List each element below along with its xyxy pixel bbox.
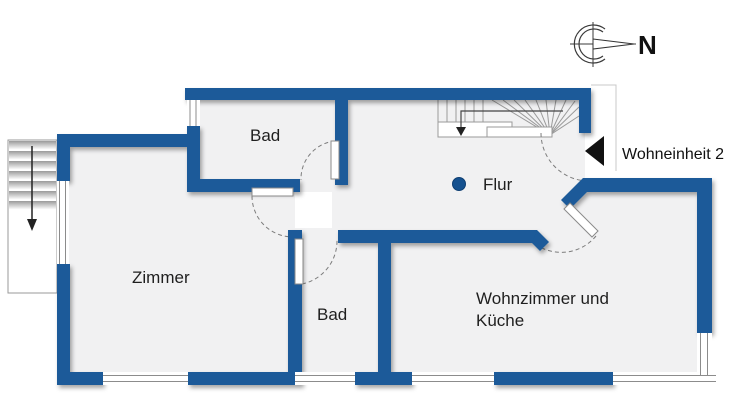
zimmer-door-swing-arc xyxy=(251,195,294,238)
wohnzimmer-door-leaf xyxy=(563,202,599,238)
wall-entrance-diagonal xyxy=(561,178,592,209)
bad-bottom-door-swing-arc xyxy=(301,239,338,285)
flur-marker-dot xyxy=(452,177,466,191)
window-south-zimmer xyxy=(103,372,188,385)
compass-icon xyxy=(570,22,636,67)
wall-bad-top-west xyxy=(187,126,200,192)
window-east-wohnzimmer xyxy=(697,333,712,375)
stairs-winder xyxy=(437,99,580,138)
wall-flur-south-endcap xyxy=(532,230,549,251)
door-swing-arcs xyxy=(251,132,597,285)
wall-west-lower xyxy=(57,264,70,385)
label-unit: Wohneinheit 2 xyxy=(622,146,724,163)
wall-west-upper xyxy=(57,134,70,181)
wall-south-1 xyxy=(57,372,103,385)
room-wohnzimmer xyxy=(385,192,697,377)
label-flur: Flur xyxy=(483,175,513,194)
windows xyxy=(57,100,716,385)
bad-top-door-swing-arc xyxy=(300,140,336,181)
label-north: N xyxy=(638,30,657,60)
zimmer-door-leaf xyxy=(251,187,294,197)
wall-wohnzimmer-north xyxy=(583,178,712,192)
label-wohnzimmer-line2: Küche xyxy=(476,311,524,330)
stairs-walkline xyxy=(460,110,563,129)
stairs-down-arrowhead xyxy=(456,127,466,136)
room-bad-bottom xyxy=(295,228,385,375)
wohnzimmer-door-swing-arc xyxy=(541,235,597,253)
door-leaves xyxy=(251,140,599,285)
entrance-door-swing-arc xyxy=(540,132,590,182)
wall-north xyxy=(185,88,591,100)
wall-north-left xyxy=(57,134,200,147)
wall-flur-south xyxy=(338,230,537,243)
label-bad-top: Bad xyxy=(250,126,280,145)
bad-bottom-door-leaf xyxy=(294,238,304,285)
window-west xyxy=(57,181,69,264)
exterior-boundary-line xyxy=(591,84,617,171)
window-south-wohnzimmer-2 xyxy=(613,372,716,385)
label-bad-bottom: Bad xyxy=(317,305,347,324)
window-south-bad xyxy=(295,372,355,385)
walls xyxy=(57,88,712,385)
entrance-arrow-icon xyxy=(585,136,604,166)
north-needle xyxy=(592,38,635,50)
wall-south-2 xyxy=(188,372,295,385)
window-bad-top xyxy=(187,100,200,126)
stairs-left xyxy=(7,139,58,294)
wall-east xyxy=(697,192,712,333)
window-south-wohnzimmer-1 xyxy=(412,372,494,385)
wall-entrance-east xyxy=(579,88,591,133)
room-bad-top xyxy=(190,95,348,192)
label-wohnzimmer-line1: Wohnzimmer und xyxy=(476,289,609,308)
wall-south-4 xyxy=(494,372,613,385)
label-zimmer: Zimmer xyxy=(132,268,190,287)
bad-top-door-leaf xyxy=(330,140,340,180)
wall-bad-bottom-east xyxy=(378,243,391,385)
